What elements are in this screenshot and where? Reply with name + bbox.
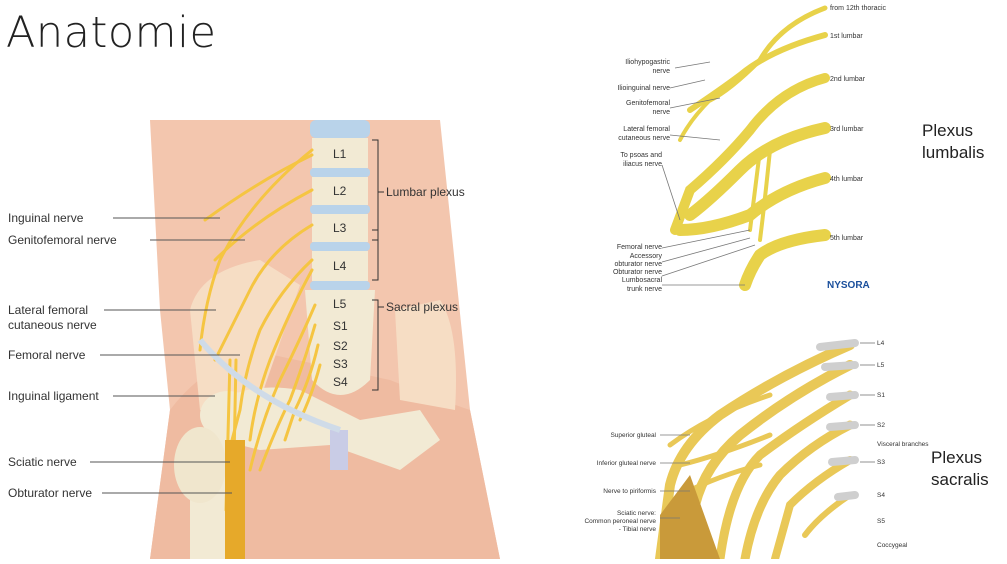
femoral-nerve-label: Femoral nerve [8, 348, 86, 362]
label: 1st lumbar [830, 33, 863, 40]
sacral-label: S1 [333, 319, 348, 333]
obturator-nerve-label: Obturator nerve [8, 486, 92, 500]
label: Genitofemoral [626, 100, 670, 107]
label: obturator nerve [615, 261, 663, 268]
label: iliacus nerve [623, 161, 662, 168]
sacral-label: S2 [333, 339, 348, 353]
vertebra-label: L2 [333, 184, 347, 198]
sacral-label: S3 [333, 357, 348, 371]
label: Coccygeal [877, 542, 908, 549]
label: - Tibial nerve [619, 526, 657, 533]
label: Common peroneal nerve [584, 518, 656, 525]
label: Visceral branches [877, 441, 929, 448]
label: nerve [652, 109, 670, 116]
label: L5 [877, 362, 885, 369]
label: 5th lumbar [830, 235, 864, 242]
label: 2nd lumbar [830, 76, 866, 83]
inguinal-ligament-label: Inguinal ligament [8, 389, 99, 403]
sacral-plexus-diagram: Superior gluteal Inferior gluteal nerve … [520, 335, 930, 559]
label: Superior gluteal [610, 432, 656, 439]
label: L4 [877, 340, 885, 347]
label: cutaneous nerve [618, 135, 670, 142]
label: Sciatic nerve: [617, 510, 656, 517]
vertebra-label: L3 [333, 221, 347, 235]
caption-line: Plexus [931, 447, 989, 469]
slide-title: Anatomie [6, 8, 216, 58]
lumbosacral-plexus-illustration: L1 L2 L3 L4 L5 S1 S2 S3 S4 Inguinal nerv… [0, 110, 500, 559]
label: 3rd lumbar [830, 126, 864, 133]
plexus-lumbalis-caption: Plexus lumbalis [922, 120, 984, 164]
label: S1 [877, 392, 885, 399]
sacral-label: S4 [333, 375, 348, 389]
label: nerve [652, 68, 670, 75]
vertebra-label: L4 [333, 259, 347, 273]
vertebra-label: L1 [333, 147, 347, 161]
label: Lumbosacral [622, 277, 663, 284]
sciatic-nerve-label: Sciatic nerve [8, 455, 77, 469]
caption-line: lumbalis [922, 142, 984, 164]
vertebra-label: L5 [333, 297, 347, 311]
sacral-plexus-label: Sacral plexus [386, 300, 458, 314]
nysora-logo: NYSORA [827, 280, 870, 291]
label: S3 [877, 459, 885, 466]
label: Inferior gluteal nerve [597, 460, 657, 467]
label: from 12th thoracic [830, 5, 887, 12]
label: S5 [877, 518, 885, 525]
label: 4th lumbar [830, 176, 864, 183]
label: Femoral nerve [617, 244, 662, 251]
cutaneous-nerve-label: cutaneous nerve [8, 318, 97, 332]
inguinal-nerve-label: Inguinal nerve [8, 211, 84, 225]
plexus-sacralis-caption: Plexus sacralis [931, 447, 989, 491]
caption-line: Plexus [922, 120, 984, 142]
label: trunk nerve [627, 286, 662, 293]
label: Lateral femoral [623, 126, 670, 133]
caption-line: sacralis [931, 469, 989, 491]
label: Iliohypogastric [625, 59, 670, 66]
label: Accessory [630, 253, 663, 260]
label: To psoas and [620, 152, 662, 159]
lumbar-plexus-label: Lumbar plexus [386, 185, 465, 199]
label: S2 [877, 422, 885, 429]
lumbar-plexus-diagram: Iliohypogastric nerve Ilioinguinal nerve… [580, 0, 910, 300]
lateral-femoral-label: Lateral femoral [8, 303, 88, 317]
label: Obturator nerve [613, 269, 662, 276]
label: S4 [877, 492, 885, 499]
label: Ilioinguinal nerve [617, 85, 670, 92]
label: Nerve to piriformis [603, 488, 656, 495]
genitofemoral-nerve-label: Genitofemoral nerve [8, 233, 117, 247]
